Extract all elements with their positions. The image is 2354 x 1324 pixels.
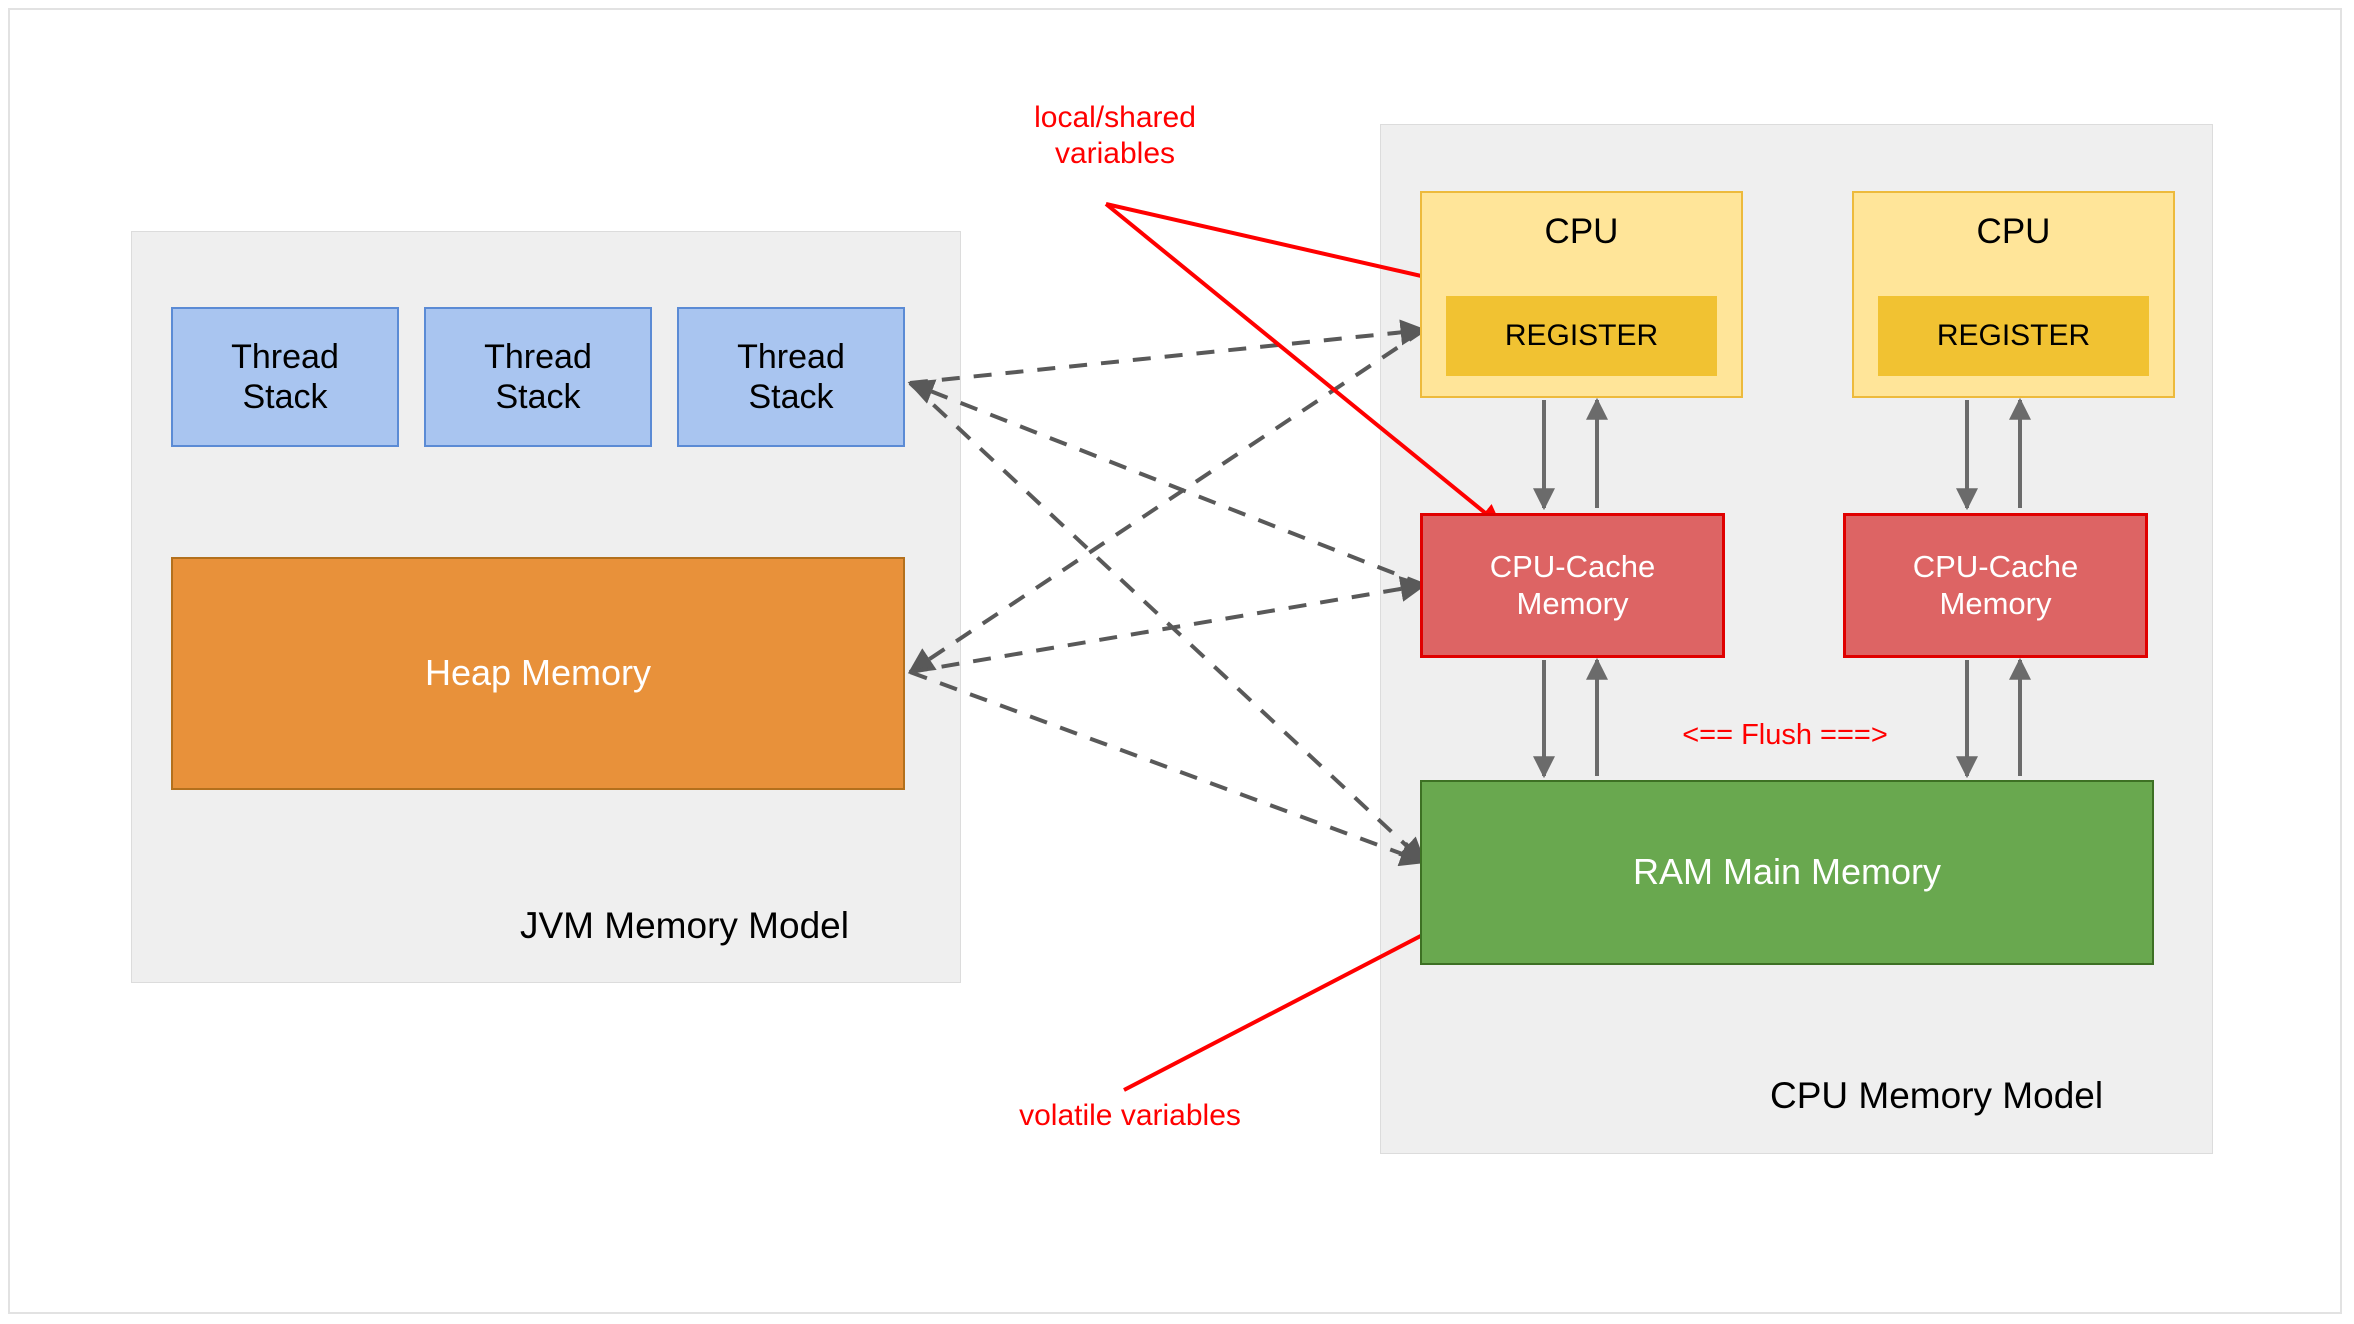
cpu-register-box[interactable]: REGISTER [1446,296,1717,376]
annotation-arrow-local-shared-cache [1104,202,1502,527]
thread-stack-box[interactable]: Thread Stack [677,307,905,447]
flush-label: <== Flush ===> [1682,719,1888,751]
thread-stack-box[interactable]: Thread Stack [424,307,652,447]
cpu-register-box[interactable]: REGISTER [1878,296,2149,376]
dashed-connector-threadstack-register [909,319,1427,385]
dashed-connector-cache-threadstack [907,379,1425,587]
thread-stack-box[interactable]: Thread Stack [171,307,399,447]
cpu-cache-memory-box[interactable]: CPU-Cache Memory [1843,513,2148,658]
jvm-memory-model-title: JVM Memory Model [520,905,849,946]
dashed-connector-heap-cache [909,576,1427,674]
cpu-cache-memory-box[interactable]: CPU-Cache Memory [1420,513,1725,658]
volatile-variables-label: volatile variables [1019,1099,1241,1132]
dashed-connector-register-heap [907,328,1426,674]
cpu-memory-model-title: CPU Memory Model [1770,1075,2104,1116]
dashed-connector-threadstack-ram [908,381,1426,864]
local-shared-variables-label: local/shared variables [1034,101,1196,170]
heap-memory-box[interactable]: Heap Memory [171,557,905,790]
dashed-connector-heap-ram [909,670,1427,867]
ram-main-memory-box[interactable]: RAM Main Memory [1420,780,2154,965]
